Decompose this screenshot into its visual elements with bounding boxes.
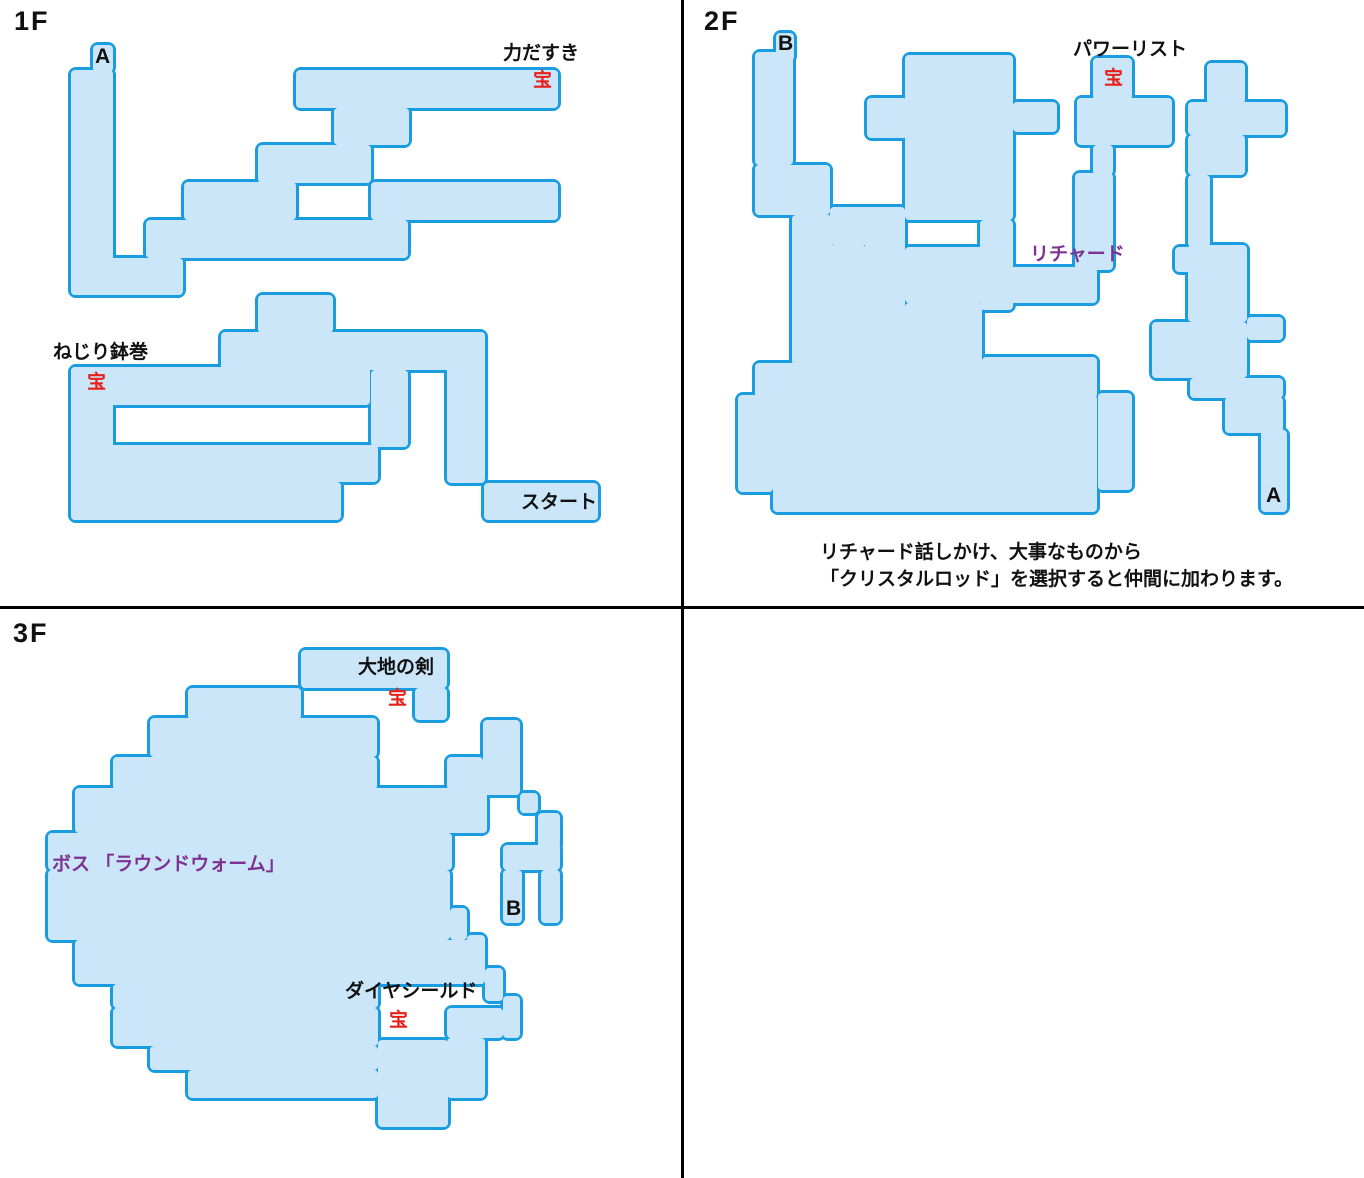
floor-2f-map	[735, 30, 1290, 515]
stair-marker-2f-b: B	[778, 32, 794, 55]
label-start: スタート	[521, 492, 598, 513]
treasure-3f-dia: 宝	[389, 1010, 409, 1031]
floor-3f-map	[45, 647, 563, 1130]
floor-title-3f: 3F	[13, 618, 49, 648]
label-nejiri-hachimaki: ねじり鉢巻	[53, 342, 149, 363]
treasure-2f-power: 宝	[1104, 68, 1124, 89]
stair-marker-2f-a: A	[1266, 484, 1282, 507]
floor-1f-map	[68, 42, 601, 523]
label-richard: リチャード	[1030, 244, 1125, 265]
richard-note: リチャード話しかけ、大事なものから 「クリスタルロッド」を選択すると仲間に加わり…	[820, 540, 1293, 593]
label-power-wrist: パワーリスト	[1073, 39, 1188, 60]
floor-title-1f: 1F	[14, 6, 50, 36]
label-dia-shield: ダイヤシールド	[345, 981, 478, 1002]
label-boss-roundworm: ボス 「ラウンドウォーム」	[52, 854, 285, 875]
vertical-divider	[681, 0, 684, 1178]
treasure-1f-chikara: 宝	[533, 70, 553, 91]
stair-marker-3f-b: B	[506, 897, 522, 920]
treasure-1f-nejiri: 宝	[87, 372, 107, 393]
floor-title-2f: 2F	[704, 6, 740, 36]
richard-note-line2: 「クリスタルロッド」を選択すると仲間に加わります。	[820, 568, 1294, 590]
label-chikara-dasuki: 力だすき	[503, 43, 580, 64]
label-daichi-no-ken: 大地の剣	[358, 657, 435, 678]
treasure-3f-daichi: 宝	[388, 688, 408, 709]
stair-marker-1f-a: A	[95, 45, 111, 68]
richard-note-line1: リチャード話しかけ、大事なものから	[820, 542, 1142, 563]
